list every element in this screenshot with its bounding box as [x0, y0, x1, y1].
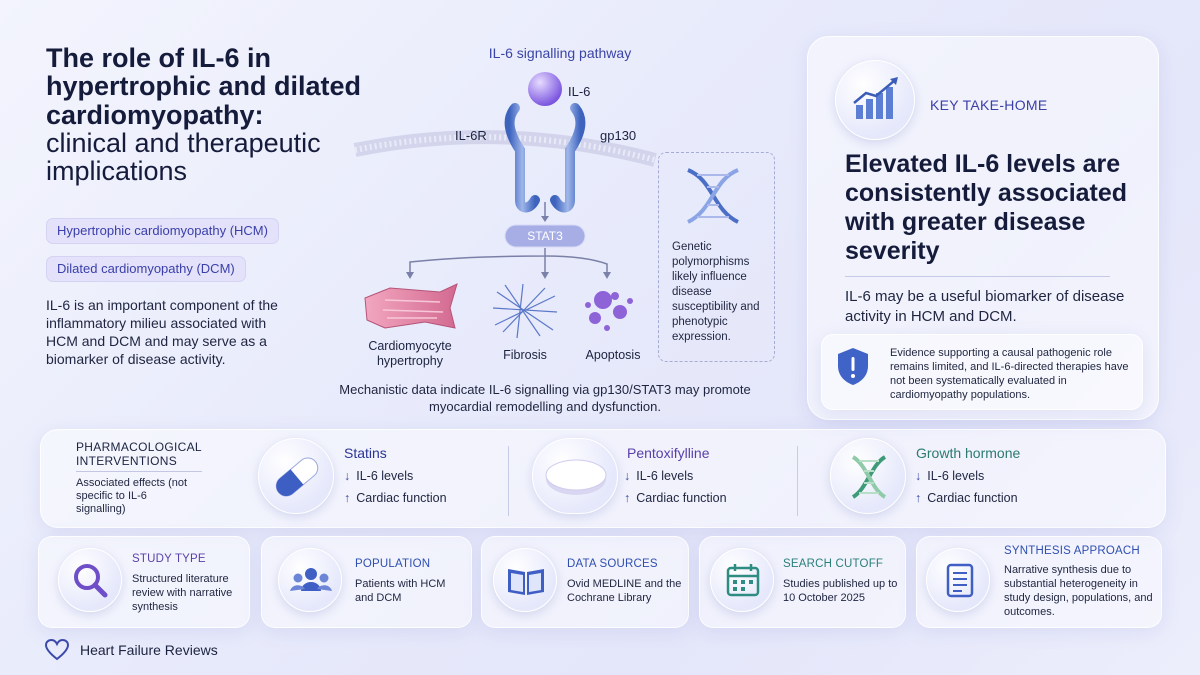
il6r-label: IL-6R	[455, 128, 487, 143]
separator	[508, 446, 509, 516]
il6-ligand-icon	[528, 72, 562, 106]
document-icon	[946, 563, 974, 598]
gh-effect-1: ↓IL-6 levels	[915, 469, 985, 483]
up-arrow-icon: ↑	[624, 491, 631, 505]
outcome-fibrosis: Fibrosis	[503, 348, 547, 362]
statin-icon-circle	[258, 438, 334, 514]
gp130-label: gp130	[600, 128, 637, 143]
dna-icon	[687, 168, 739, 224]
pathway-title: IL-6 signalling pathway	[488, 45, 632, 61]
outcome-apoptosis: Apoptosis	[585, 348, 641, 362]
mechanistic-text: Mechanistic data indicate IL-6 signallin…	[339, 382, 751, 414]
journal-name: Heart Failure Reviews	[80, 642, 218, 658]
divider	[845, 276, 1110, 277]
calendar-icon	[726, 564, 760, 597]
study-type-text: Structured literature review with narrat…	[132, 573, 233, 613]
down-arrow-icon: ↓	[915, 469, 922, 483]
il6r-receptor-icon	[504, 103, 540, 213]
cardiomyocyte-icon	[364, 283, 458, 329]
pathway-diagram	[353, 72, 657, 339]
population-icon-circle	[278, 548, 342, 612]
hcm-pill: Hypertrophic cardiomyopathy (HCM)	[46, 218, 279, 244]
key-headline: Elevated IL-6 levels are consistently as…	[845, 150, 1128, 265]
apoptosis-icon	[585, 291, 633, 331]
pentox-effect-2: ↑Cardiac function	[624, 491, 727, 505]
people-icon	[290, 568, 332, 591]
tablet-icon	[545, 459, 607, 495]
statins-effect-1: ↓IL-6 levels	[344, 469, 414, 483]
up-arrow-icon: ↑	[344, 491, 351, 505]
up-arrow-icon: ↑	[915, 491, 922, 505]
drug-statins: Statins	[344, 445, 387, 461]
genetic-box	[658, 152, 775, 362]
stat3-node	[504, 224, 586, 248]
search-cutoff-text: Studies published up to 10 October 2025	[783, 578, 898, 604]
synthesis-label: SYNTHESIS APPROACH	[1004, 545, 1140, 557]
pentox-effect-1: ↓IL-6 levels	[624, 469, 694, 483]
dcm-pill: Dilated cardiomyopathy (DCM)	[46, 256, 246, 282]
gp130-receptor-icon	[550, 103, 586, 213]
magnifier-icon	[74, 564, 108, 598]
book-icon	[508, 569, 544, 595]
chart-icon-circle	[835, 60, 915, 140]
synthesis-icon-circle	[926, 548, 990, 612]
calendar-icon-circle	[710, 548, 774, 612]
stat3-label: STAT3	[527, 229, 563, 243]
capsule-icon	[275, 457, 319, 497]
gh-effect-2: ↑Cardiac function	[915, 491, 1018, 505]
data-sources-label: DATA SOURCES	[567, 558, 658, 570]
growth-chart-icon	[853, 77, 898, 119]
drug-growth-hormone: Growth hormone	[916, 445, 1021, 461]
title-regular: clinical and therapeutic implications	[46, 128, 321, 187]
key-takehome-label: KEY TAKE-HOME	[930, 97, 1048, 113]
study-icon-circle	[58, 548, 122, 612]
pharm-title: PHARMACOLOGICAL INTERVENTIONS	[76, 440, 202, 468]
outcome-hypertrophy: Cardiomyocyte hypertrophy	[368, 339, 452, 368]
dna-icon	[851, 455, 887, 499]
pharm-divider	[76, 471, 202, 472]
data-icon-circle	[493, 548, 557, 612]
statins-effect-2: ↑Cardiac function	[344, 491, 447, 505]
down-arrow-icon: ↓	[624, 469, 631, 483]
summary-text: IL-6 is an important component of the in…	[46, 297, 278, 367]
fibrosis-icon	[492, 283, 558, 339]
search-cutoff-label: SEARCH CUTOFF	[783, 558, 884, 570]
synthesis-text: Narrative synthesis due to substantial h…	[1004, 564, 1153, 618]
drug-pentoxifylline: Pentoxifylline	[627, 445, 710, 461]
separator	[797, 446, 798, 516]
gh-icon-circle	[830, 438, 906, 514]
title-bold: The role of IL-6 in hypertrophic and dil…	[46, 43, 362, 130]
genetic-text: Genetic polymorphisms likely influence d…	[672, 241, 760, 343]
pentox-icon-circle	[532, 438, 618, 514]
shield-icon	[838, 348, 868, 385]
key-sub: IL-6 may be a useful biomarker of diseas…	[845, 288, 1125, 325]
data-sources-text: Ovid MEDLINE and the Cochrane Library	[567, 578, 682, 604]
study-type-label: STUDY TYPE	[132, 553, 206, 565]
population-label: POPULATION	[355, 558, 431, 570]
heart-icon	[44, 638, 70, 661]
page-title: The role of IL-6 in hypertrophic and dil…	[46, 44, 386, 186]
population-text: Patients with HCM and DCM	[355, 578, 446, 604]
pharm-sub: Associated effects (not specific to IL-6…	[76, 477, 188, 515]
evidence-card	[821, 334, 1143, 410]
evidence-text: Evidence supporting a causal pathogenic …	[890, 347, 1129, 401]
ligand-label: IL-6	[568, 84, 591, 99]
down-arrow-icon: ↓	[344, 469, 351, 483]
